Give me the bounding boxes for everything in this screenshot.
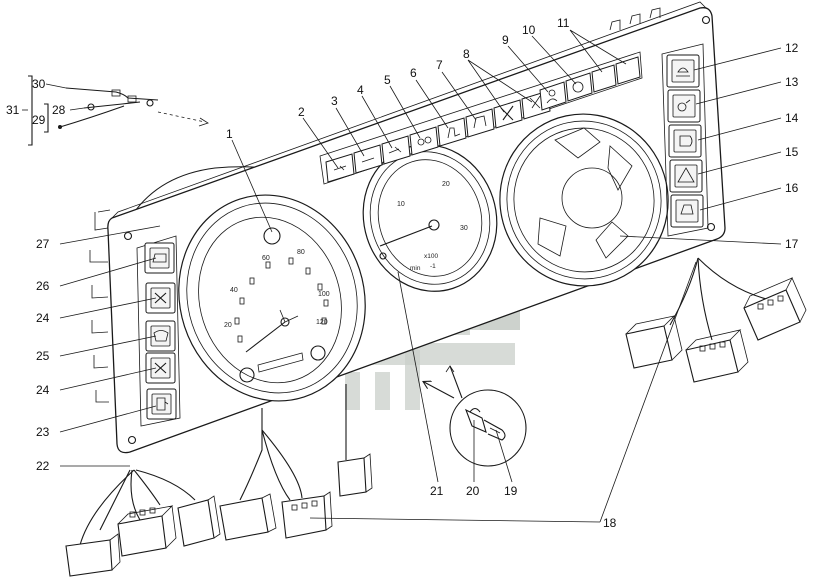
warning-light-strip: [319, 51, 643, 185]
light-icon: [676, 67, 690, 77]
warning-light-11b[interactable]: [615, 56, 641, 85]
callout-13: 13: [785, 75, 799, 89]
callout-14: 14: [785, 111, 799, 125]
connector-d: [219, 493, 277, 541]
callout-21: 21: [430, 484, 444, 498]
wire-harness: [28, 75, 209, 146]
speedometer-needle: [245, 321, 286, 353]
speedometer: 20 40 60 80 100 120: [178, 194, 366, 402]
connector-e: [281, 491, 333, 539]
connectors: [65, 257, 807, 577]
speedometer-tick-label: 40: [230, 287, 238, 294]
fuel-icon: [156, 397, 169, 411]
bulb-assembly: [424, 365, 527, 467]
callout-31: 31: [6, 103, 20, 117]
callout-27: 27: [36, 237, 50, 251]
speedometer-tick-label: 120: [316, 319, 328, 326]
speedometer-tick-label: 60: [262, 255, 270, 262]
callout-11: 11: [557, 16, 570, 30]
left-button-24a[interactable]: [145, 282, 176, 314]
callout-23: 23: [36, 425, 50, 439]
callout-17: 17: [785, 237, 799, 251]
callout-19: 19: [504, 484, 518, 498]
right-button-column: [661, 43, 709, 237]
callout-2: 2: [298, 105, 305, 119]
callout-5: 5: [384, 73, 391, 87]
warning-light-11a[interactable]: [591, 64, 617, 93]
left-button-23[interactable]: [146, 388, 177, 420]
speedometer-tick-marks: [234, 257, 329, 343]
right-button-14[interactable]: [668, 124, 702, 158]
windscreen-icon: [153, 330, 169, 342]
hazard-icon: [154, 292, 167, 304]
warning-triangle-icon: [677, 167, 695, 183]
callout-25: 25: [36, 349, 50, 363]
speedometer-tick-label: 20: [224, 322, 232, 329]
warning-light-9[interactable]: [539, 81, 567, 111]
seat-icon: [447, 127, 461, 139]
callout-26: 26: [36, 279, 50, 293]
callout-10: 10: [522, 23, 536, 37]
callout-18: 18: [603, 516, 617, 530]
callout-22: 22: [36, 459, 50, 473]
left-button-column: [136, 235, 181, 427]
tacho-scale-text: x100: [424, 253, 438, 260]
tachometer: 10 20 30 x100 min -1: [362, 144, 498, 292]
tacho-unit-text: min: [410, 265, 421, 272]
connector-i: [743, 277, 807, 341]
right-button-12[interactable]: [666, 54, 700, 88]
callout-labels: 1 2 3 4 5 6 7 8 9 10 11 12 13 14 15 16 1…: [6, 16, 799, 530]
tacho-needle: [379, 225, 433, 247]
callout-1: 1: [226, 127, 233, 141]
callout-3: 3: [331, 94, 338, 108]
warning-light-5[interactable]: [409, 126, 439, 156]
connector-a: [65, 533, 121, 577]
left-button-26[interactable]: [144, 242, 175, 274]
speedometer-tick-label: 100: [318, 291, 330, 298]
tacho-factor-text: -1: [430, 263, 436, 270]
callout-24a: 24: [36, 311, 50, 325]
right-button-15[interactable]: [669, 159, 703, 193]
tacho-tick-label: 20: [442, 181, 450, 188]
callout-4: 4: [357, 83, 364, 97]
callout-12: 12: [785, 41, 799, 55]
callout-8: 8: [463, 47, 470, 61]
callout-16: 16: [785, 181, 799, 195]
connector-f: [337, 453, 373, 497]
speedometer-tick-label: 80: [297, 249, 305, 256]
leader-lines: [22, 29, 782, 523]
left-button-24b[interactable]: [145, 352, 176, 384]
callout-20: 20: [466, 484, 480, 498]
hazard-icon: [154, 362, 167, 374]
right-button-16[interactable]: [670, 194, 704, 228]
tacho-tick-label: 30: [460, 225, 468, 232]
callout-24b: 24: [36, 383, 50, 397]
panel-clips: [89, 7, 661, 403]
connector-h: [685, 329, 749, 383]
tacho-tick-label: 10: [397, 201, 405, 208]
callout-15: 15: [785, 145, 799, 159]
callout-30: 30: [32, 77, 46, 91]
callout-28: 28: [52, 103, 66, 117]
callout-6: 6: [410, 66, 417, 80]
warning-light-3[interactable]: [353, 144, 383, 174]
right-button-13[interactable]: [667, 89, 701, 123]
callout-7: 7: [436, 58, 443, 72]
callout-9: 9: [502, 33, 509, 47]
left-button-25[interactable]: [145, 320, 176, 352]
connector-c: [177, 495, 221, 547]
connector-b: [117, 505, 177, 557]
warning-light-6[interactable]: [437, 117, 467, 147]
callout-29: 29: [32, 113, 46, 127]
